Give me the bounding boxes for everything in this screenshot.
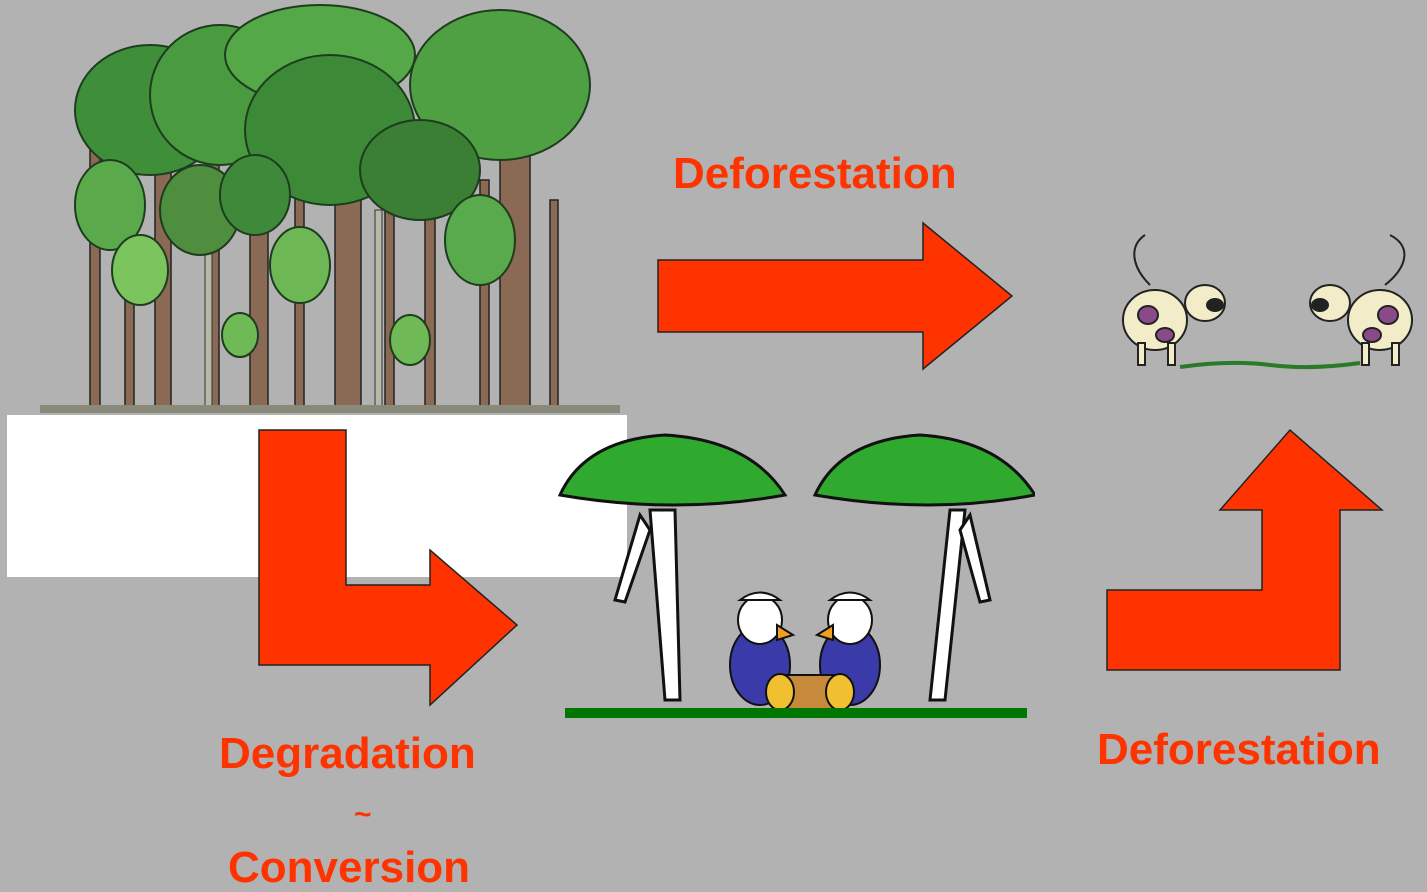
arrow-down-right	[258, 429, 519, 707]
label-conversion: Conversion	[228, 843, 471, 892]
forest-illustration	[40, 4, 620, 413]
loggers-sawing-illustration	[557, 433, 1035, 718]
label-tilde: ~	[354, 798, 372, 831]
label-deforestation-right: Deforestation	[1097, 725, 1381, 774]
arrow-right-top	[657, 221, 1014, 371]
label-degradation: Degradation	[219, 729, 476, 778]
label-deforestation-top: Deforestation	[673, 149, 957, 198]
arrow-right-up	[1106, 428, 1385, 671]
cattle-pasture-illustration	[1122, 234, 1413, 370]
